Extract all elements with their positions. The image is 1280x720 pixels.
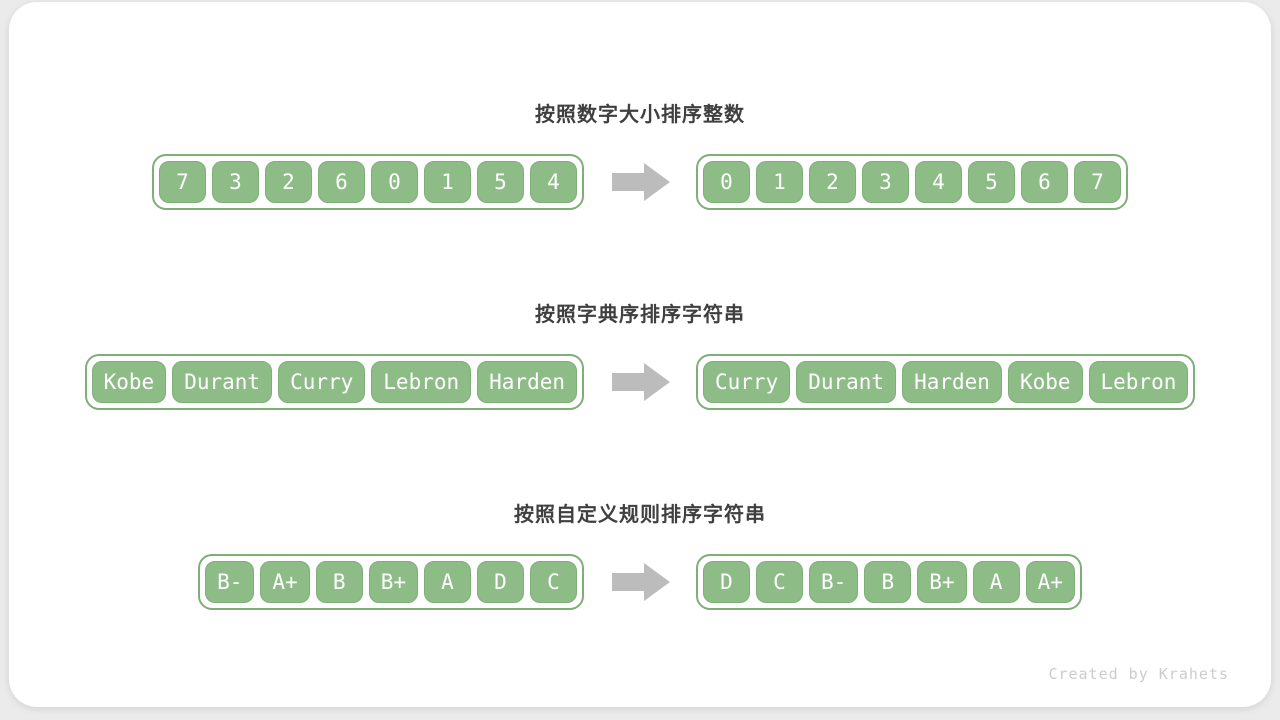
- array-cell: Kobe: [91, 361, 167, 403]
- array-cell: B+: [368, 561, 418, 603]
- array-cell: 1: [756, 161, 803, 203]
- array-cell: 3: [212, 161, 259, 203]
- array-cell: C: [756, 561, 803, 603]
- array-cell: 2: [809, 161, 856, 203]
- array-cell: Kobe: [1007, 361, 1083, 403]
- array-cell: 3: [862, 161, 909, 203]
- array-cell: Harden: [902, 361, 1002, 403]
- array-cell: 6: [318, 161, 365, 203]
- array-cell: A+: [260, 561, 310, 603]
- array-cell: 6: [1021, 161, 1068, 203]
- row-title: 按照字典序排序字符串: [535, 304, 745, 326]
- array-cell: 4: [915, 161, 962, 203]
- watermark: Created by Krahets: [1048, 665, 1229, 683]
- array-cell: Lebron: [371, 361, 472, 403]
- array-cell: Durant: [172, 361, 273, 403]
- array-cell: 7: [159, 161, 206, 203]
- array-cell: Curry: [278, 361, 366, 403]
- array-cell: A+: [1025, 561, 1075, 603]
- array-cell: B: [864, 561, 912, 603]
- array-cell: B-: [809, 561, 859, 603]
- array-cell: Lebron: [1088, 361, 1189, 403]
- array-cell: 4: [530, 161, 577, 203]
- array-cell: A: [424, 561, 471, 603]
- array-cell: A: [972, 561, 1020, 603]
- array-cell: 5: [477, 161, 524, 203]
- right-arrow-icon: [612, 160, 670, 204]
- right-arrow-icon: [612, 560, 670, 604]
- array-cell: D: [703, 561, 750, 603]
- array-cell: 7: [1074, 161, 1121, 203]
- row-title: 按照自定义规则排序字符串: [514, 504, 766, 526]
- array-cell: 1: [424, 161, 471, 203]
- array-cell: 2: [265, 161, 312, 203]
- array-cell: B-: [205, 561, 255, 603]
- array-cell: B: [315, 561, 363, 603]
- array-cell: Curry: [703, 361, 791, 403]
- right-arrow-icon: [612, 360, 670, 404]
- row-title: 按照数字大小排序整数: [535, 104, 745, 126]
- array-cell: 5: [968, 161, 1015, 203]
- array-cell: B+: [917, 561, 967, 603]
- array-cell: C: [530, 561, 577, 603]
- array-cell: Durant: [796, 361, 897, 403]
- array-cell: D: [477, 561, 524, 603]
- array-cell: 0: [371, 161, 418, 203]
- array-cell: Harden: [477, 361, 577, 403]
- array-cell: 0: [703, 161, 750, 203]
